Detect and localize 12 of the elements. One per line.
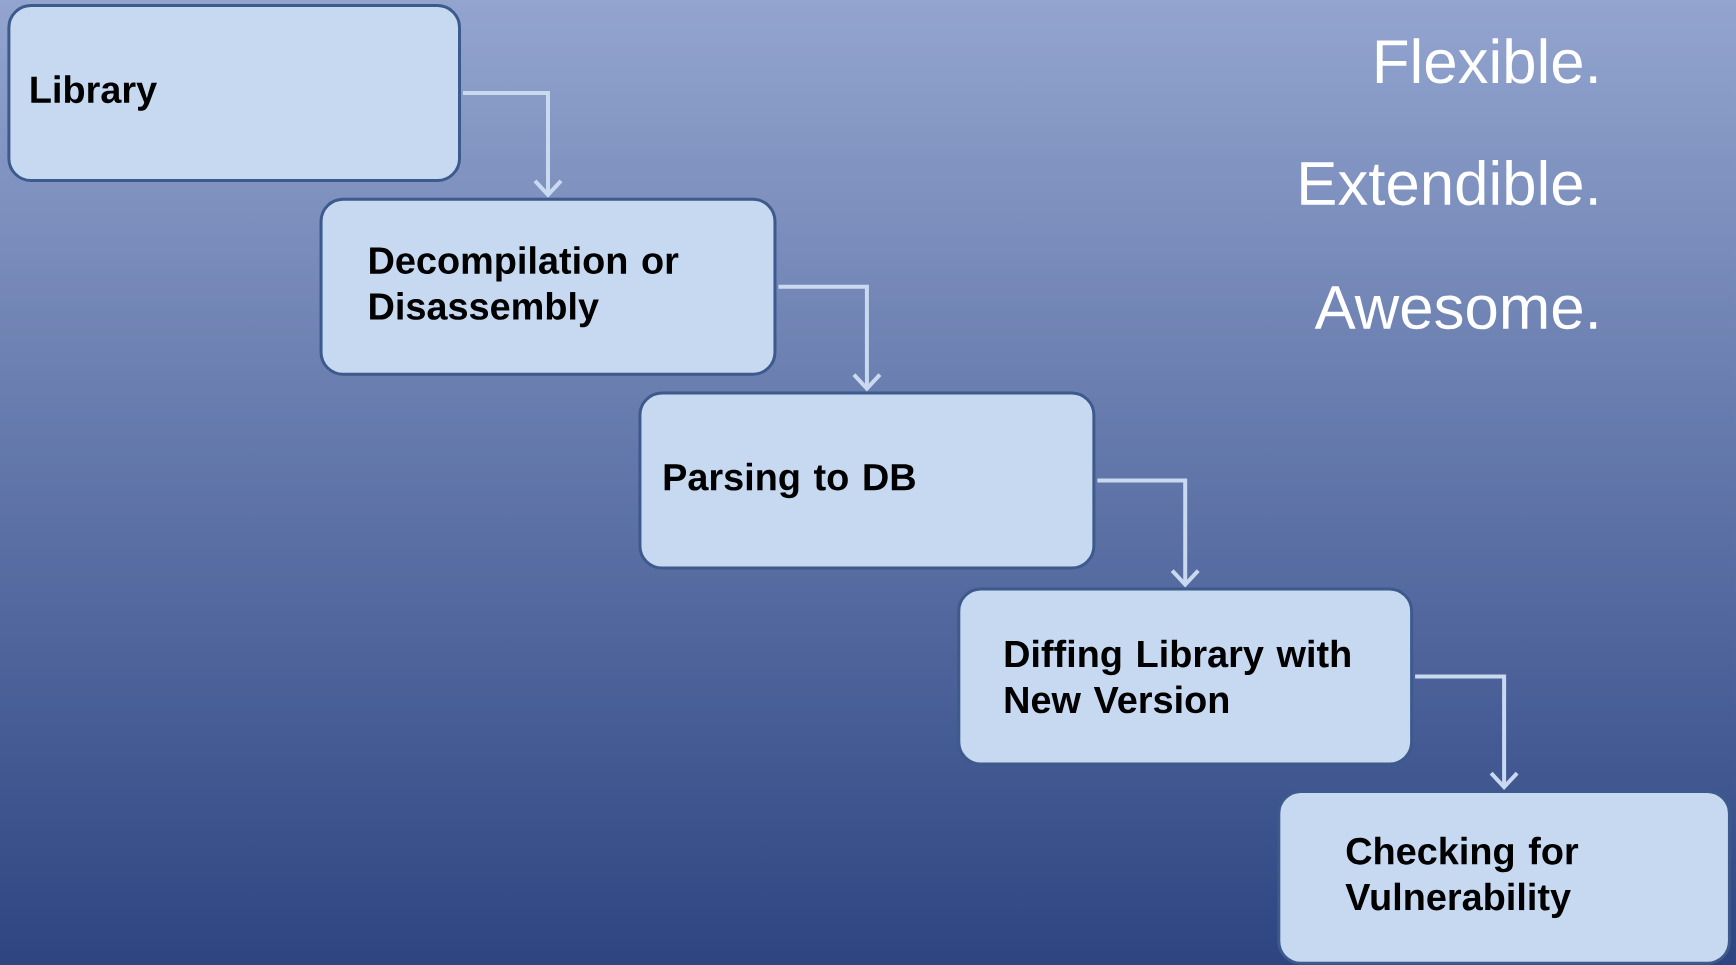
process-box: Diffing Library with New Version (957, 587, 1414, 766)
tagline-text: Awesome. (1314, 286, 1597, 330)
process-box: Parsing to DB (638, 391, 1096, 570)
process-box: Decompilation or Disassembly (319, 197, 777, 376)
arrow (463, 91, 563, 198)
process-box: Checking for Vulnerability (1277, 790, 1731, 965)
arrow (1415, 674, 1519, 791)
arrow (1097, 478, 1200, 588)
tagline-text: Flexible. (1376, 38, 1597, 84)
process-box: Library (7, 4, 461, 182)
arrow (778, 284, 882, 392)
tagline-text: Extendible. (1301, 160, 1597, 206)
